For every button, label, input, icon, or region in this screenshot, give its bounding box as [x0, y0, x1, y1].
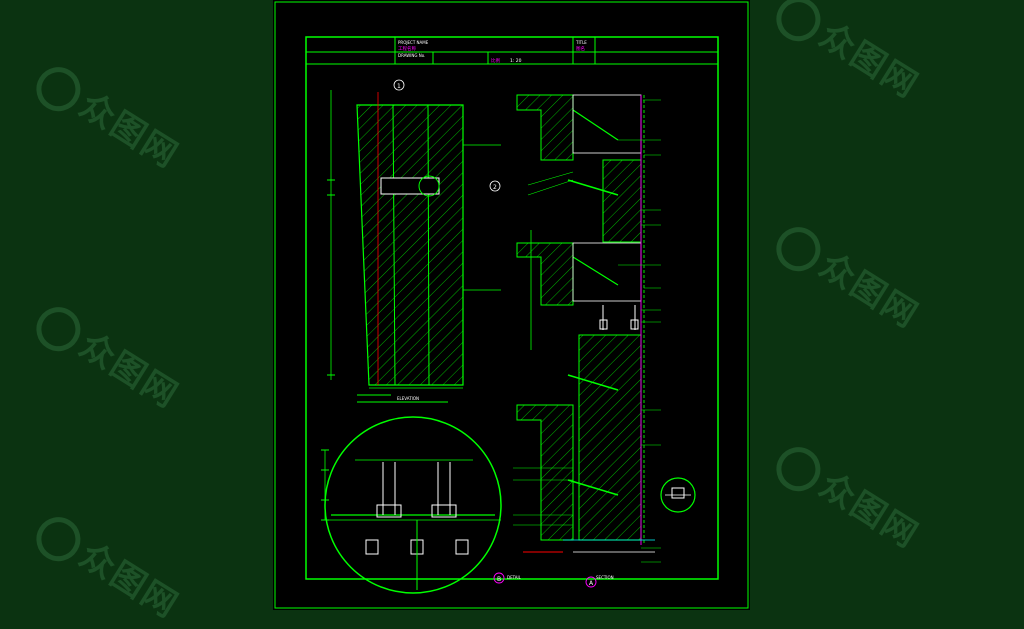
- detail-circle: [324, 416, 502, 594]
- grid-mark-b-text: B: [497, 576, 501, 583]
- grid-mark-a: [585, 576, 597, 588]
- curtain-panel-lower: [578, 334, 642, 541]
- cad-drawing: PROJECT NAME 工程名称 DRAWING No. 比例 1: 20 T…: [274, 1, 749, 609]
- elevation-label: ELEVATION: [397, 396, 419, 401]
- project-name-label: PROJECT NAME: [398, 40, 429, 45]
- small-detail-circle: [660, 477, 696, 513]
- elevation-fitting-band: [380, 177, 440, 195]
- grid-mark-1: [393, 79, 405, 91]
- section-view: [513, 94, 661, 563]
- grid-mark-1-text: 1: [397, 83, 401, 90]
- grid-mark-a-text: A: [589, 580, 594, 587]
- slab-top: [516, 94, 574, 161]
- elevation-glass-panel: [356, 104, 464, 386]
- drawing-no-label: DRAWING No.: [398, 53, 425, 58]
- detail-label: DETAIL: [507, 575, 522, 580]
- scale-label: 比例: [491, 57, 500, 64]
- elevation-view: [327, 90, 501, 403]
- section-label: SECTION: [596, 575, 614, 580]
- project-name-value: 工程名称: [398, 45, 416, 52]
- grid-mark-2-text: 2: [493, 184, 497, 191]
- slab-bottom: [516, 404, 574, 541]
- scale-value: 1: 20: [510, 58, 522, 64]
- elevation-detail-circle: [418, 175, 440, 197]
- curtain-panel-upper: [602, 159, 642, 243]
- drawing-sheet: PROJECT NAME 工程名称 DRAWING No. 比例 1: 20 T…: [273, 0, 750, 610]
- sheet-inner-frame: [305, 36, 719, 580]
- grid-mark-2: [489, 180, 501, 192]
- detail-view: [321, 416, 502, 594]
- title-value: 图名: [576, 45, 585, 52]
- title-block: [306, 37, 718, 65]
- grid-mark-b: [493, 572, 505, 584]
- slab-middle: [516, 242, 574, 306]
- sheet-outer-frame: [274, 1, 749, 609]
- title-label: TITLE: [575, 40, 587, 45]
